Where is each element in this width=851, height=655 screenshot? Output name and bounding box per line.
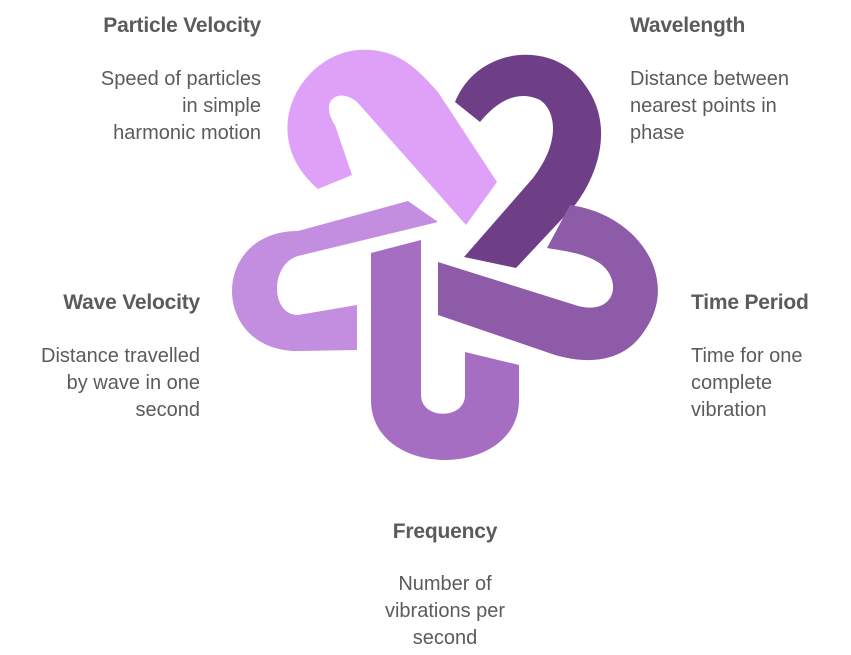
time-period-line: complete [691,372,773,394]
wavelength-block: Wavelength Distance between nearest poin… [630,14,789,147]
frequency-line: vibrations per [384,600,506,622]
wave-velocity-description: Distance travelled by wave in one second [41,343,200,424]
wave-velocity-line: Distance travelled [41,345,200,367]
time-period-link [438,205,658,361]
wavelength-title: Wavelength [630,14,746,37]
frequency-line: second [412,627,478,649]
time-period-title: Time Period [691,291,809,314]
time-period-description: Time for one complete vibration [691,343,809,424]
wavelength-line: phase [630,122,685,144]
wavelength-link [455,54,602,268]
particle-velocity-block: Particle Velocity Speed of particles in … [101,14,261,147]
wave-velocity-line: second [135,399,201,421]
wavelength-description: Distance between nearest points in phase [630,66,789,147]
wave-velocity-link [232,201,438,351]
wave-velocity-title: Wave Velocity [63,291,200,314]
frequency-block: Frequency Number of vibrations per secon… [345,520,545,652]
time-period-line: Time for one [691,345,803,367]
frequency-title: Frequency [392,520,498,543]
particle-velocity-line: in simple [182,95,261,117]
time-period-block: Time Period Time for one complete vibrat… [691,291,809,424]
wave-velocity-block: Wave Velocity Distance travelled by wave… [41,291,200,424]
wave-velocity-line: by wave in one [66,372,200,394]
particle-velocity-line: harmonic motion [113,122,261,144]
time-period-line: vibration [691,399,767,421]
frequency-link [371,240,519,460]
particle-velocity-link [287,49,497,225]
wavelength-line: nearest points in [630,95,777,117]
particle-velocity-line: Speed of particles [100,68,261,90]
frequency-line: Number of [398,573,492,595]
frequency-description: Number of vibrations per second [345,571,545,652]
particle-velocity-description: Speed of particles in simple harmonic mo… [101,66,261,147]
wavelength-line: Distance between [630,68,789,90]
particle-velocity-title: Particle Velocity [103,14,261,37]
